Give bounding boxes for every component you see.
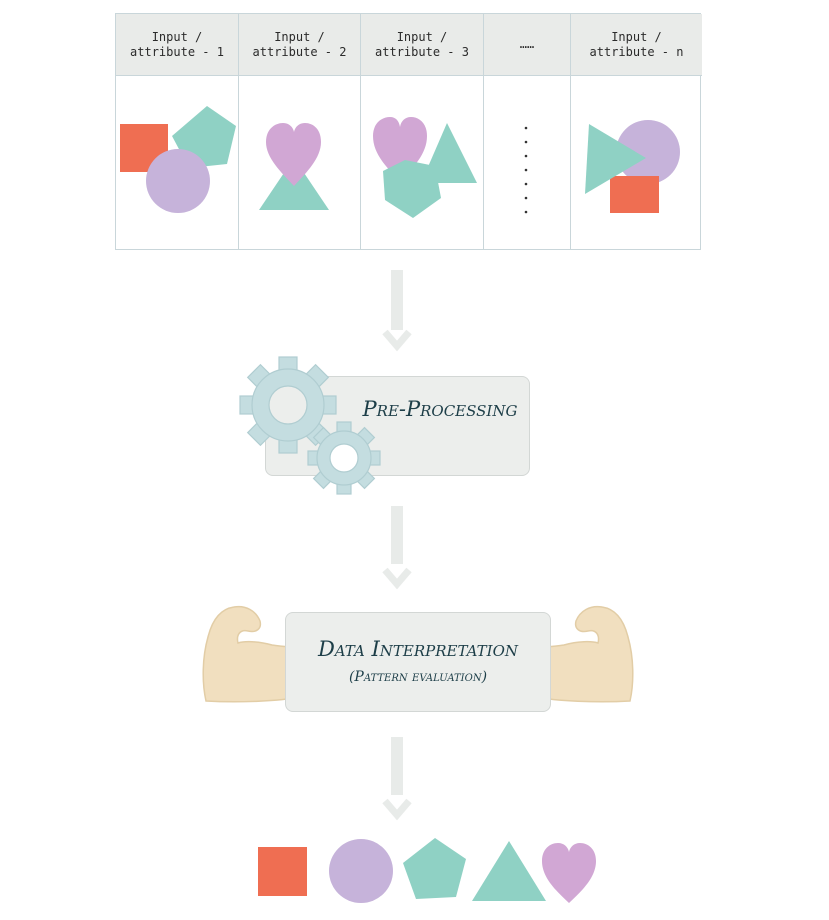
column-header-1: Input / attribute - 1 xyxy=(116,14,238,76)
circle-icon xyxy=(616,120,680,184)
gears-icon xyxy=(238,355,388,504)
table-column-3: Input / attribute - 3 xyxy=(361,14,484,249)
table-column-n: Input / attribute - n xyxy=(571,14,702,249)
column-2-shapes xyxy=(239,76,360,250)
output-shapes xyxy=(250,835,610,911)
column-1-shapes xyxy=(116,76,238,250)
input-attribute-table: Input / attribute - 1 Input / attribute … xyxy=(115,13,702,250)
column-n-shapes xyxy=(571,76,702,250)
pentagon-icon xyxy=(403,838,466,899)
column-header-3: Input / attribute - 3 xyxy=(361,14,483,76)
triangle-icon xyxy=(585,124,646,194)
data-interpretation-box: Data Interpretation (Pattern evaluation) xyxy=(285,612,551,712)
vertical-dots-icon xyxy=(524,126,528,214)
heart-icon xyxy=(266,123,321,186)
column-header-2: Input / attribute - 2 xyxy=(239,14,360,76)
pattern-evaluation-label: (Pattern evaluation) xyxy=(348,669,488,685)
preprocessing-label: Pre-Processing xyxy=(362,397,518,421)
column-3-shapes xyxy=(361,76,483,250)
square-icon xyxy=(258,847,307,896)
table-column-ellipsis: …… xyxy=(484,14,571,249)
square-icon xyxy=(610,176,659,213)
table-column-2: Input / attribute - 2 xyxy=(239,14,361,249)
heart-icon xyxy=(542,843,596,903)
column-header-ellipsis: …… xyxy=(484,14,570,76)
table-column-1: Input / attribute - 1 xyxy=(116,14,239,249)
down-arrow-icon xyxy=(380,506,414,596)
triangle-icon xyxy=(421,123,477,183)
data-interpretation-label: Data Interpretation xyxy=(317,637,519,661)
right-arm-icon xyxy=(535,603,636,707)
down-arrow-icon xyxy=(380,270,414,360)
circle-icon xyxy=(329,839,393,903)
triangle-icon xyxy=(472,841,546,901)
column-header-n: Input / attribute - n xyxy=(571,14,702,76)
down-arrow-icon xyxy=(380,737,414,827)
column-ellipsis-dots xyxy=(484,76,570,250)
circle-icon xyxy=(146,149,210,213)
